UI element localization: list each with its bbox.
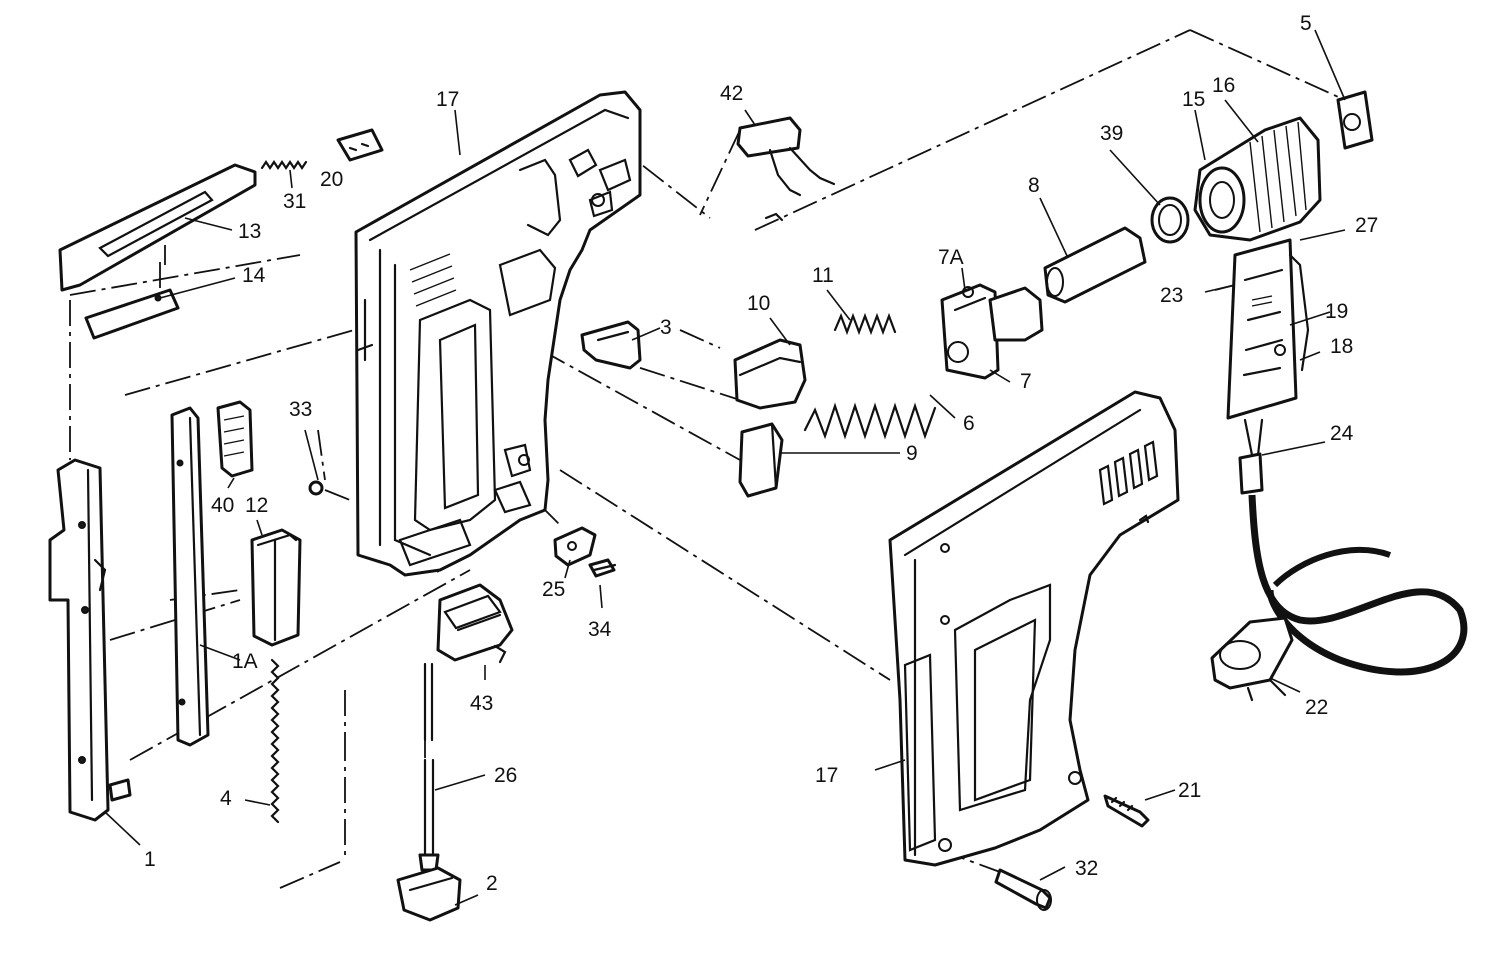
label-8: 8: [1028, 174, 1040, 197]
label-43: 43: [470, 692, 493, 715]
part-40-bracket: [216, 400, 254, 478]
part-1a-bar: [170, 406, 210, 747]
label-1: 1: [144, 848, 156, 871]
label-24: 24: [1330, 422, 1354, 445]
part-2-foot: [396, 866, 462, 922]
part-20-clip: [336, 128, 384, 162]
part-25-clip: [553, 526, 597, 567]
label-31: 31: [283, 190, 306, 213]
leader-lines: [104, 29, 1346, 906]
part-8-plunger: [1043, 226, 1147, 304]
label-19: 19: [1325, 300, 1348, 323]
label-1a: 1A: [232, 650, 258, 673]
label-27: 27: [1355, 214, 1378, 237]
label-33: 33: [289, 398, 312, 421]
label-21: 21: [1178, 779, 1201, 802]
part-3-slide: [580, 320, 642, 370]
part-23-circuit-board: [1226, 238, 1310, 420]
part-5-plate: [1336, 90, 1374, 150]
label-6: 6: [963, 412, 975, 435]
label-22: 22: [1305, 696, 1328, 719]
label-10: 10: [747, 292, 770, 315]
part-17-right-housing: [888, 390, 1180, 867]
label-9: 9: [906, 442, 918, 465]
part-31-spring: [260, 160, 308, 170]
part-26-pin: [418, 662, 440, 872]
part-12-channel: [250, 528, 302, 647]
label-34: 34: [588, 618, 612, 641]
label-13: 13: [238, 220, 261, 243]
label-4: 4: [220, 787, 232, 810]
part-33-ring: [308, 480, 324, 496]
part-7-armature: [940, 283, 1044, 380]
part-9-block: [738, 422, 784, 498]
part-17-left-housing: [354, 90, 642, 577]
part-13-top-rail: [58, 163, 257, 292]
part-39-washer: [1150, 196, 1190, 244]
label-16: 16: [1212, 74, 1235, 97]
label-12: 12: [245, 494, 268, 517]
label-11: 11: [812, 264, 834, 287]
label-2: 2: [486, 872, 498, 895]
label-32: 32: [1075, 857, 1098, 880]
part-6-large-spring: [803, 402, 937, 440]
part-1-front-channel: [48, 458, 132, 822]
part-10-trigger: [733, 338, 807, 410]
label-3: 3: [660, 316, 672, 339]
label-20: 20: [320, 168, 343, 191]
part-15-16-coil: [1193, 116, 1322, 242]
part-34-screw: [588, 558, 617, 578]
label-17-top: 17: [436, 88, 459, 111]
label-14: 14: [242, 264, 266, 287]
part-4-long-spring: [270, 658, 280, 824]
label-25: 25: [542, 578, 565, 601]
part-24-cord: [1238, 418, 1468, 676]
label-42: 42: [720, 82, 743, 105]
label-26: 26: [494, 764, 517, 787]
label-7a: 7A: [938, 246, 964, 269]
part-22-plug: [1210, 616, 1294, 702]
part-43-latch: [436, 583, 514, 664]
label-40: 40: [211, 494, 234, 517]
part-21-screw: [1103, 794, 1150, 828]
label-23: 23: [1160, 284, 1183, 307]
label-18: 18: [1330, 335, 1353, 358]
part-42-switch: [736, 116, 836, 222]
label-5: 5: [1300, 12, 1312, 35]
part-32-screw: [994, 868, 1052, 911]
label-39: 39: [1100, 122, 1123, 145]
part-labels: 1 1A 2 3 4 5 6 7 7A 8 9 10 11 12 13 14 1…: [144, 12, 1378, 895]
label-17-bottom: 17: [815, 764, 838, 787]
label-15: 15: [1182, 88, 1205, 111]
label-7: 7: [1020, 370, 1032, 393]
part-11-small-spring: [833, 312, 897, 336]
